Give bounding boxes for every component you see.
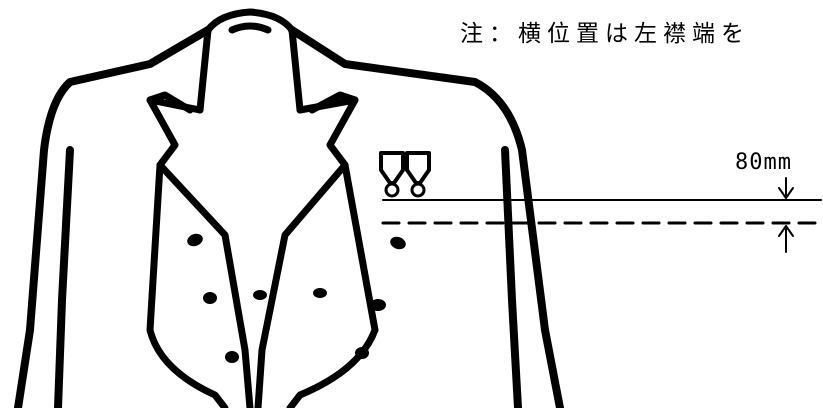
right-lapel	[254, 91, 359, 408]
medal-pair-icon	[379, 151, 431, 198]
arrow-down-icon	[778, 177, 794, 199]
collar	[196, 8, 304, 114]
coat-outline	[14, 26, 564, 408]
coat-buttons	[187, 233, 406, 363]
front-panels	[146, 161, 379, 408]
dimension-label: 80mm	[735, 150, 792, 175]
arrow-up-icon	[778, 225, 794, 253]
placement-note: 注：横位置は左襟端を	[460, 21, 750, 47]
